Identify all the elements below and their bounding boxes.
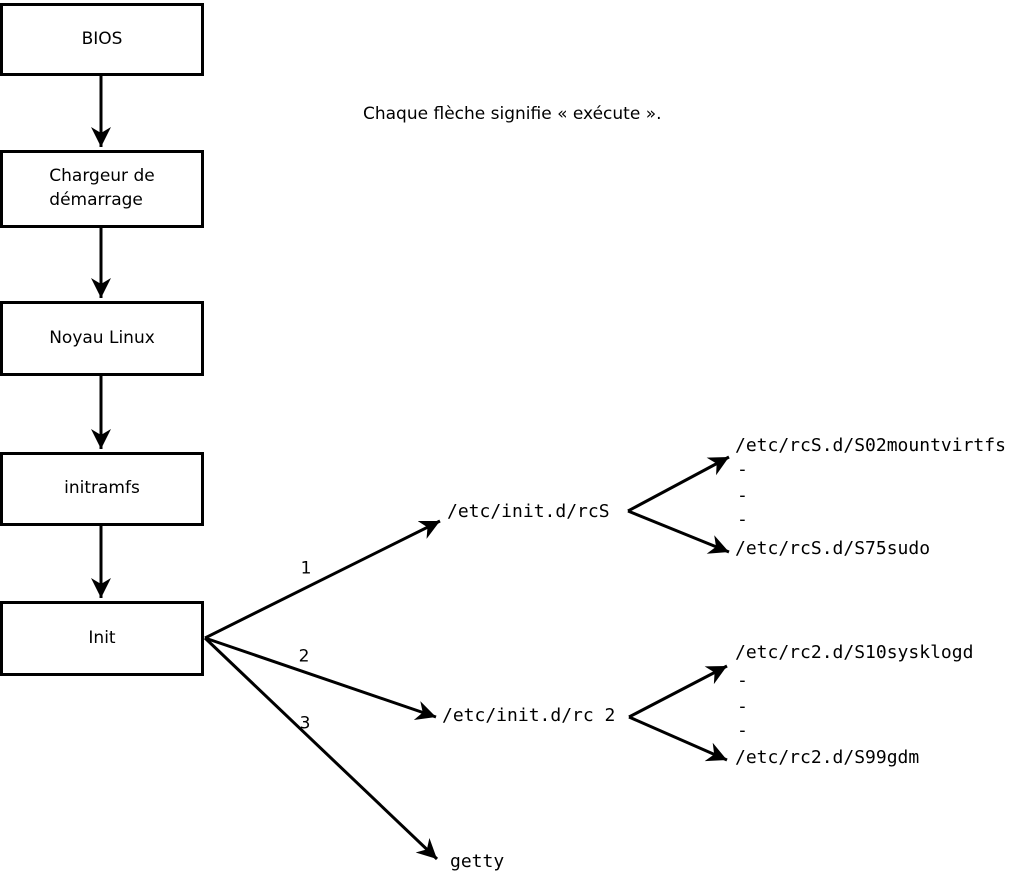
target-rc2: /etc/init.d/rc 2: [442, 705, 616, 726]
node-kernel-label: Noyau Linux: [49, 327, 155, 348]
node-init: Init: [0, 601, 204, 676]
arrow-rc2-to-s10sysklogd: [628, 664, 728, 719]
arrow-rcS-to-s02mountvirtfs: [627, 455, 730, 513]
ellipsis-dash: -: [737, 509, 748, 530]
target-rcS: /etc/init.d/rcS: [447, 501, 610, 522]
arrow-init-to-rc2: [204, 636, 437, 720]
ellipsis-dash: -: [737, 485, 748, 506]
node-bios-label: BIOS: [81, 28, 123, 49]
branch-1-number: 1: [300, 558, 312, 579]
script-s99gdm: /etc/rc2.d/S99gdm: [735, 747, 920, 768]
node-bios: BIOS: [0, 3, 204, 76]
arrow-rcS-to-s75sudo: [627, 509, 730, 554]
target-getty: getty: [450, 851, 505, 872]
node-kernel: Noyau Linux: [0, 301, 204, 376]
branch-2-number: 2: [298, 646, 310, 667]
node-bootloader: Chargeur de démarrage: [0, 150, 204, 228]
branch-3-number: 3: [299, 713, 311, 734]
script-s02mountvirtfs: /etc/rcS.d/S02mountvirtfs: [735, 435, 1006, 456]
script-s10sysklogd: /etc/rc2.d/S10sysklogd: [735, 642, 974, 663]
ellipsis-dash: -: [737, 670, 748, 691]
node-bootloader-label: Chargeur de démarrage: [49, 166, 155, 210]
node-initramfs-label: initramfs: [64, 478, 140, 499]
arrow-init-to-getty: [203, 636, 439, 861]
node-init-label: Init: [88, 627, 116, 648]
arrow-init-to-rcS: [204, 519, 441, 640]
ellipsis-dash: -: [737, 459, 748, 480]
arrow-rc2-to-s99gdm: [628, 715, 728, 762]
legend-note: Chaque flèche signifie « exécute ».: [363, 104, 662, 124]
node-initramfs: initramfs: [0, 452, 204, 526]
script-s75sudo: /etc/rcS.d/S75sudo: [735, 538, 931, 559]
ellipsis-dash: -: [737, 696, 748, 717]
ellipsis-dash: -: [737, 720, 748, 741]
